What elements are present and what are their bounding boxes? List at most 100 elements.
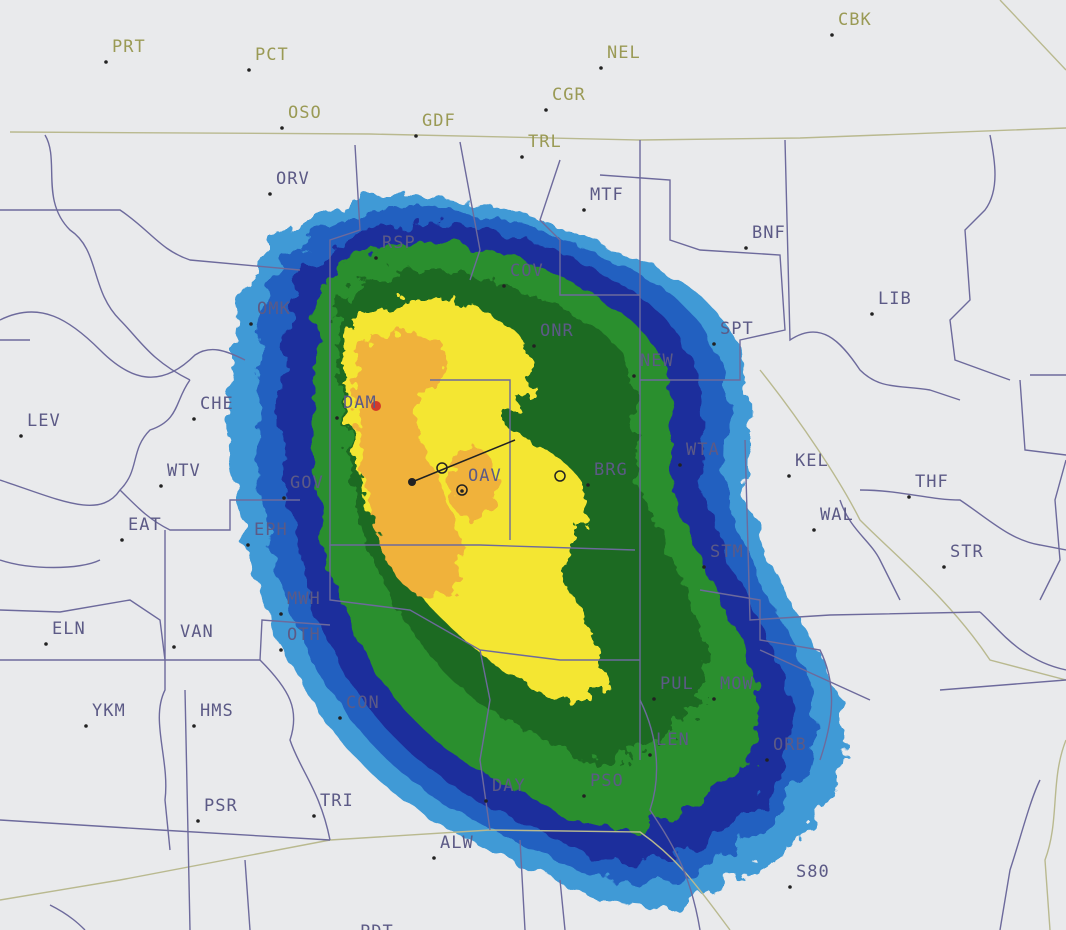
station-label-bnf: BNF [752,223,786,243]
station-label-cov: COV [510,261,544,281]
station-label-lev: LEV [27,411,61,431]
county-line-23 [859,489,1066,551]
county-line-10 [0,819,331,841]
county-line-20 [1019,374,1066,456]
station-dot-orv [268,192,272,196]
county-line-4 [0,379,191,506]
state-line-se [759,369,1066,681]
station-dot-oth [279,648,283,652]
station-dot-hms [192,724,196,728]
county-line-31 [430,379,511,540]
station-dot-len [648,753,652,757]
station-label-len: LEN [656,730,690,750]
station-dot-thf [907,495,911,499]
station-label-rsp: RSP [382,233,416,253]
station-dot-con [338,716,342,720]
station-label-gov: GOV [290,473,324,493]
station-dot-day [484,799,488,803]
county-line-17 [599,174,786,381]
station-label-oav: OAV [468,466,502,486]
station-dots [19,33,946,889]
station-dot-str [942,565,946,569]
station-dot-orb [765,758,769,762]
station-label-lib: LIB [878,289,912,309]
county-line-26 [759,649,871,701]
echo-orange-cell [449,446,498,520]
station-label-oso: OSO [288,103,322,123]
station-label-stm: STM [710,542,744,562]
station-label-dam: DAM [343,393,377,413]
station-dot-trl [520,155,524,159]
county-line-6 [0,599,331,661]
station-label-spt: SPT [720,319,754,339]
station-label-thf: THF [915,472,949,492]
station-label-mtf: MTF [590,185,624,205]
station-dot-brg [586,483,590,487]
station-dot-s80 [788,885,792,889]
county-line-7 [158,530,171,851]
station-dot-oav [460,489,464,493]
station-dot-oso [280,126,284,130]
station-label-che: CHE [200,394,234,414]
station-dot-spt [712,342,716,346]
station-dot-dam [335,416,339,420]
county-line-21 [1039,459,1066,601]
station-label-str: STR [950,542,984,562]
station-dot-gdf [414,134,418,138]
station-label-pul: PUL [660,674,694,694]
county-line-9 [184,689,191,930]
station-dot-lib [870,312,874,316]
station-label-psr: PSR [204,796,238,816]
county-line-3 [0,311,246,378]
station-label-pct: PCT [255,45,289,65]
station-label-mwh: MWH [287,589,321,609]
station-label-nel: NEL [607,43,641,63]
county-line-30 [639,699,701,930]
station-label-wta: WTA [686,440,720,460]
state-line-ne [999,0,1066,71]
station-dot-mwh [279,612,283,616]
station-dot-tri [312,814,316,818]
station-label-omk: OMK [257,299,291,319]
county-line-13 [329,144,636,551]
county-line-11 [259,659,331,841]
station-dot-omk [249,322,253,326]
station-label-brg: BRG [594,460,628,480]
echo-orange-core [355,333,462,598]
county-line-35 [699,589,833,761]
station-label-s80: S80 [796,862,830,882]
station-label-wal: WAL [820,505,854,525]
station-dot-van [172,645,176,649]
state-line-east [1044,739,1066,930]
station-label-tri: TRI [320,791,354,811]
station-dot-wta [678,463,682,467]
station-label-ykm: YKM [92,701,126,721]
county-line-15 [539,159,640,296]
station-label-alw: ALW [440,833,474,853]
station-label-day: DAY [492,776,526,796]
station-dot-gov [282,496,286,500]
station-label-onr: ONR [540,321,574,341]
county-line-24 [839,499,901,601]
station-label-pdt: PDT [360,922,394,930]
county-line-32 [519,839,566,930]
station-label-prt: PRT [112,37,146,57]
station-dot-alw [432,856,436,860]
station-dot-cov [502,284,506,288]
radar-site [408,439,566,496]
county-line-27 [939,679,1066,691]
county-line-22 [744,439,981,621]
station-dot-che [192,417,196,421]
station-label-oth: OTH [287,625,321,645]
county-line-1 [44,134,191,381]
station-dot-wtv [159,484,163,488]
county-line-5 [119,489,300,531]
county-line-33 [0,559,101,569]
station-label-kel: KEL [795,451,829,471]
station-label-gdf: GDF [422,111,456,131]
station-dot-cgr [544,108,548,112]
station-dot-eln [44,642,48,646]
station-label-trl: TRL [528,132,562,152]
